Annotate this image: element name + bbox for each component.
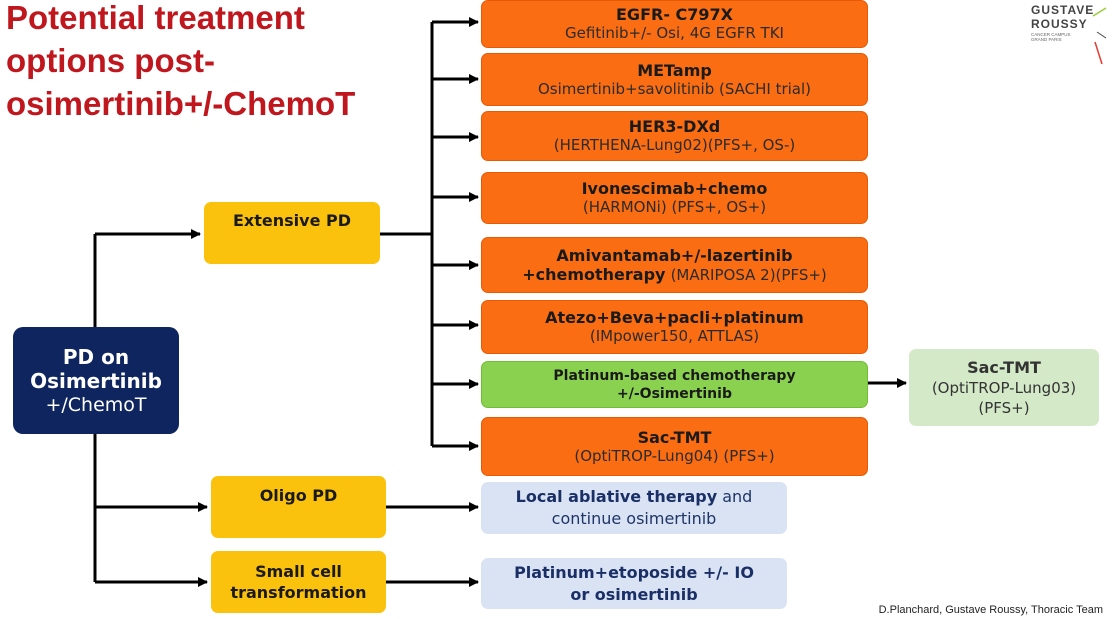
side-detail-2: (PFS+) — [978, 398, 1030, 417]
sclc-option-line-1: Platinum+etoposide +/- IO — [514, 562, 754, 582]
gustave-roussy-logo: GUSTAVE ROUSSY CANCER CAMPUS GRAND PARIS — [1027, 2, 1107, 66]
local-ablative-line-2: continue osimertinib — [551, 509, 717, 528]
option-her3-dxd: HER3-DXd (HERTHENA-Lung02)(PFS+, OS-) — [481, 111, 868, 161]
option-egfr-c797x: EGFR- C797X Gefitinib+/- Osi, 4G EGFR TK… — [481, 0, 868, 48]
option-local-ablative: Local ablative therapy and continue osim… — [481, 482, 787, 534]
root-line-3: +/ChemoT — [45, 393, 147, 416]
option-6-detail: (IMpower150, ATTLAS) — [589, 327, 760, 345]
option-metamp: METamp Osimertinib+savolitinib (SACHI tr… — [481, 53, 868, 106]
root-line-1: PD on — [62, 344, 130, 369]
root-line-2: Osimertinib — [30, 368, 162, 393]
option-7-name: Platinum-based chemotherapy — [553, 367, 796, 384]
branch-small-cell-line-1: Small cell — [255, 562, 342, 581]
logo-line-4: GRAND PARIS — [1031, 37, 1062, 42]
footer-credit: D.Planchard, Gustave Roussy, Thoracic Te… — [878, 604, 1103, 616]
sclc-option-line-2: or osimertinib — [570, 584, 698, 604]
option-amivantamab: Amivantamab+/-lazertinib +chemotherapy (… — [481, 237, 868, 293]
option-platinum-chemo: Platinum-based chemotherapy +/-Osimertin… — [481, 361, 868, 408]
option-3-detail: (HERTHENA-Lung02)(PFS+, OS-) — [553, 136, 796, 154]
option-sac-tmt-lung03: Sac-TMT (OptiTROP-Lung03) (PFS+) — [909, 349, 1099, 426]
branch-small-cell: Small cell transformation — [211, 551, 386, 613]
local-ablative-rest: and — [722, 487, 753, 506]
option-4-detail: (HARMONi) (PFS+, OS+) — [582, 198, 767, 216]
option-8-name: Sac-TMT — [637, 427, 712, 447]
branch-extensive-pd: Extensive PD — [204, 202, 380, 264]
local-ablative-bold: Local ablative therapy — [515, 487, 718, 506]
option-3-name: HER3-DXd — [628, 117, 721, 136]
page-title: Potential treatment options post-osimert… — [6, 0, 356, 122]
option-7-name-2: +/-Osimertinib — [617, 385, 732, 402]
option-4-name: Ivonescimab+chemo — [581, 179, 768, 198]
option-sac-tmt: Sac-TMT (OptiTROP-Lung04) (PFS+) — [481, 417, 868, 476]
logo-line-3: CANCER CAMPUS — [1031, 32, 1071, 37]
logo-mark-icon — [1092, 7, 1107, 65]
branch-oligo-label: Oligo PD — [259, 486, 338, 505]
option-2-detail: Osimertinib+savolitinib (SACHI trial) — [537, 79, 812, 98]
option-5-detail: (MARIPOSA 2)(PFS+) — [670, 265, 827, 284]
option-platinum-etoposide: Platinum+etoposide +/- IO or osimertinib — [481, 558, 787, 609]
logo-line-2: ROUSSY — [1031, 17, 1088, 31]
option-8-detail: (OptiTROP-Lung04) (PFS+) — [574, 446, 775, 465]
branch-oligo-pd: Oligo PD — [211, 476, 386, 538]
logo-line-1: GUSTAVE — [1031, 3, 1095, 17]
option-1-detail: Gefitinib+/- Osi, 4G EGFR TKI — [565, 24, 784, 42]
side-name: Sac-TMT — [967, 357, 1041, 377]
option-1-name: EGFR- C797X — [616, 5, 733, 24]
option-atezo-beva: Atezo+Beva+pacli+platinum (IMpower150, A… — [481, 300, 868, 354]
root-pd-on-osimertinib: PD on Osimertinib +/ChemoT — [13, 327, 179, 434]
side-detail-1: (OptiTROP-Lung03) — [931, 378, 1077, 397]
option-5-name-2: +chemotherapy — [522, 264, 666, 284]
option-6-name: Atezo+Beva+pacli+platinum — [545, 308, 804, 327]
branch-extensive-label: Extensive PD — [232, 211, 351, 230]
option-5-name: Amivantamab+/-lazertinib — [556, 245, 793, 265]
option-ivonescimab: Ivonescimab+chemo (HARMONi) (PFS+, OS+) — [481, 172, 868, 224]
option-2-name: METamp — [637, 60, 712, 80]
branch-small-cell-line-2: transformation — [230, 583, 367, 602]
